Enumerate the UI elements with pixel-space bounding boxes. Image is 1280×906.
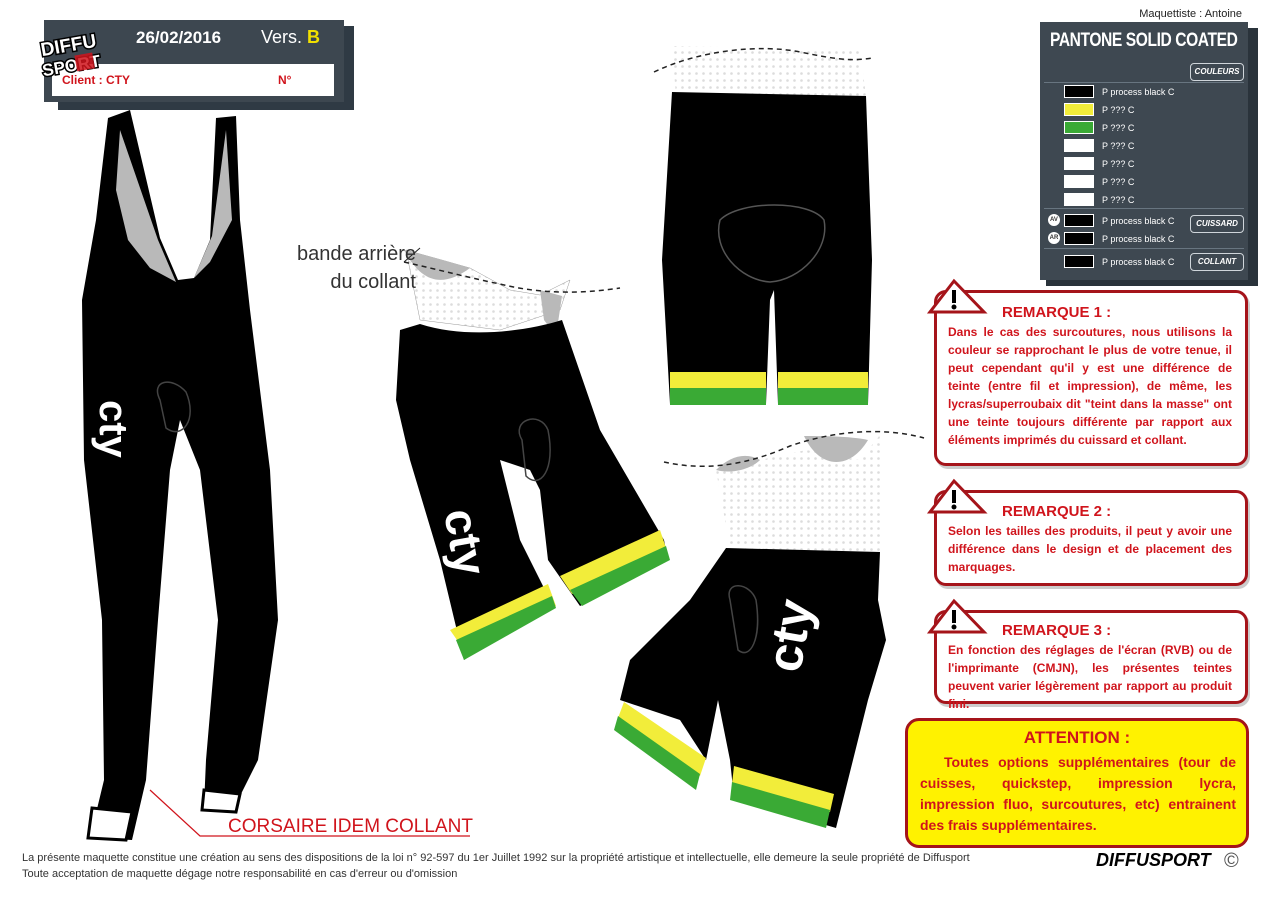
remark-text-3: En fonction des réglages de l'écran (RVB… (948, 643, 1232, 711)
panel-divider (1044, 208, 1244, 209)
number-label: N° (278, 73, 292, 87)
remark-title-3: REMARQUE 3 : (1002, 622, 1112, 639)
attention-text: Toutes options supplémentaires (tour de … (920, 754, 1236, 833)
pantone-swatch-row: P process black C (1064, 232, 1174, 245)
swatch-label: P process black C (1102, 86, 1175, 97)
bib-shorts-side: cty (396, 249, 670, 660)
attention-title: ATTENTION : (1023, 728, 1131, 747)
marker-ar: AR (1048, 232, 1060, 244)
tag-cuissard: CUISSARD (1190, 215, 1244, 233)
attention-box (905, 718, 1249, 848)
bib-shorts-front: cty (614, 430, 886, 828)
pantone-swatch-row: P ??? C (1064, 157, 1134, 170)
color-swatch (1064, 157, 1094, 170)
remark-box-3 (934, 610, 1248, 704)
garment-illustrations: cty cty cty (82, 46, 925, 842)
swatch-label: P ??? C (1102, 140, 1135, 151)
pantone-swatch-row: P ??? C (1064, 121, 1134, 134)
diffusport-logo: DIFFU SPORT (38, 29, 104, 78)
remark-box-2 (934, 490, 1248, 586)
remark-title-2: REMARQUE 2 : (1002, 503, 1112, 520)
pantone-swatch-row: P ??? C (1064, 103, 1134, 116)
designer-credit: Maquettiste : Antoine (1139, 8, 1242, 20)
footer-brand: DIFFUSPORT (1096, 850, 1211, 870)
color-swatch (1064, 121, 1094, 134)
version-label: Vers. B (261, 27, 321, 47)
panel-divider (1044, 82, 1244, 83)
mockup-date: 26/02/2016 (136, 28, 222, 47)
tag-couleurs: COULEURS (1190, 63, 1244, 81)
color-swatch (1064, 214, 1094, 227)
pantone-swatch-row: P ??? C (1064, 175, 1134, 188)
color-swatch (1064, 139, 1094, 152)
warning-icon (926, 278, 988, 314)
marker-av: AV (1048, 214, 1060, 226)
warning-icon (926, 598, 988, 634)
cty-logo: cty (434, 505, 497, 580)
swatch-label: P ??? C (1102, 104, 1135, 115)
remark-box-1 (934, 290, 1248, 466)
color-swatch (1064, 232, 1094, 245)
cty-logo: cty (756, 595, 824, 676)
footer-legal-line-1: La présente maquette constitue une créat… (22, 852, 970, 864)
swatch-label: P process black C (1102, 233, 1175, 244)
copyright-icon: © (1224, 850, 1239, 872)
version-value: B (307, 27, 321, 47)
corsaire-annotation: CORSAIRE IDEM COLLANT (228, 816, 473, 837)
cty-logo: cty (91, 400, 135, 459)
color-swatch (1064, 175, 1094, 188)
remark-text-2: Selon les tailles des produits, il peut … (948, 524, 1232, 574)
pantone-swatch-row: P ??? C (1064, 139, 1134, 152)
client-field (52, 64, 334, 96)
pantone-swatch-row: P process black C (1064, 85, 1174, 98)
remark-title-1: REMARQUE 1 : (1002, 304, 1112, 321)
panel-divider (1044, 248, 1244, 249)
bib-tights-front: cty (82, 110, 278, 842)
waist-line-front (663, 430, 925, 468)
warning-icon (926, 478, 988, 514)
pantone-swatch-row: P ??? C (1064, 193, 1134, 206)
back-band-pointer (403, 247, 421, 263)
pantone-title: PANTONE SOLID COATED (1050, 30, 1238, 51)
swatch-label: P ??? C (1102, 194, 1135, 205)
waist-line-back (653, 47, 873, 73)
corsaire-pointer (149, 789, 470, 837)
client-label: Client : CTY (62, 73, 130, 87)
swatch-label: P ??? C (1102, 176, 1135, 187)
swatch-label: P process black C (1102, 256, 1175, 267)
tag-collant: COLLANT (1190, 253, 1244, 271)
bib-shorts-back (662, 46, 872, 405)
swatch-label: P ??? C (1102, 158, 1135, 169)
color-swatch (1064, 85, 1094, 98)
remark-text-1: Dans le cas des surcoutures, nous utilis… (948, 325, 1232, 447)
pantone-swatch-row: P process black C (1064, 255, 1174, 268)
swatch-label: P ??? C (1102, 122, 1135, 133)
color-swatch (1064, 193, 1094, 206)
color-swatch (1064, 103, 1094, 116)
footer-legal-line-2: Toute acceptation de maquette dégage not… (22, 868, 458, 880)
pantone-swatch-row: P process black C (1064, 214, 1174, 227)
swatch-label: P process black C (1102, 215, 1175, 226)
back-band-annotation: bande arrière du collant (297, 243, 416, 293)
color-swatch (1064, 255, 1094, 268)
